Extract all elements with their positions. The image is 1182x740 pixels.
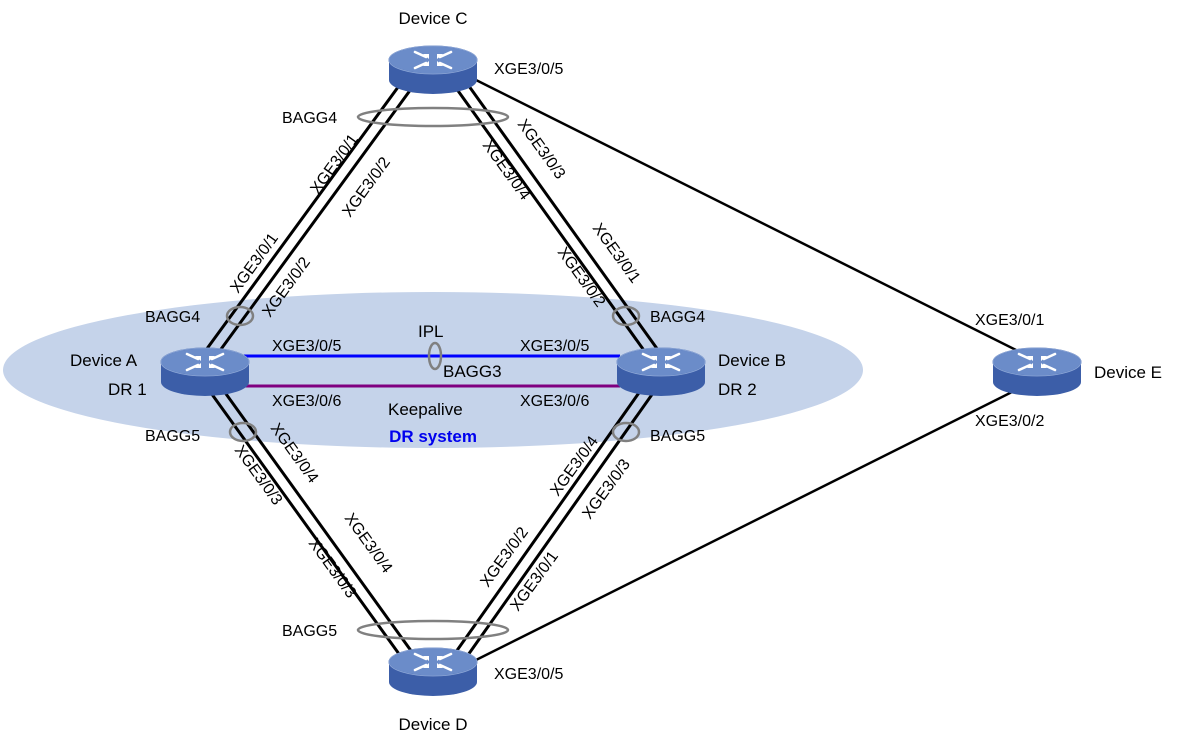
agg-ring-ipl-bagg3 xyxy=(427,341,443,371)
agg-ring-a-bagg5 xyxy=(228,421,258,443)
switch-icon xyxy=(159,346,251,398)
agg-ring-b-bagg4 xyxy=(611,305,641,327)
port-label-c-b-4: XGE3/0/4 xyxy=(479,137,534,203)
port-d-e-d: XGE3/0/5 xyxy=(494,666,563,683)
agg-label-a-bagg4: BAGG4 xyxy=(145,309,200,326)
device-c-name: Device C xyxy=(399,9,468,28)
agg-label-a-bagg5: BAGG5 xyxy=(145,428,200,445)
keepalive-port-b: XGE3/0/6 xyxy=(520,393,589,410)
link-d-e xyxy=(439,376,1041,680)
switch-icon xyxy=(387,44,479,96)
agg-ring-d-bagg5 xyxy=(356,619,510,641)
agg-label-c: BAGG4 xyxy=(282,110,337,127)
port-c-e-c: XGE3/0/5 xyxy=(494,61,563,78)
switch-icon xyxy=(387,646,479,698)
device-b-name: Device B xyxy=(718,351,786,370)
port-label-c-a-2: XGE3/0/2 xyxy=(339,154,394,220)
port-label-a-c-1: XGE3/0/1 xyxy=(227,230,282,296)
port-d-e-e: XGE3/0/2 xyxy=(975,413,1044,430)
device-d-name: Device D xyxy=(399,715,468,734)
ipl-port-b: XGE3/0/5 xyxy=(520,338,589,355)
keepalive-port-a: XGE3/0/6 xyxy=(272,393,341,410)
agg-ring-a-bagg4 xyxy=(225,305,255,327)
keepalive-label: Keepalive xyxy=(388,400,463,419)
port-c-e-e: XGE3/0/1 xyxy=(975,312,1044,329)
switch-icon xyxy=(991,346,1083,398)
link-c-e xyxy=(439,60,1041,364)
agg-label-d: BAGG5 xyxy=(282,623,337,640)
device-b-role: DR 2 xyxy=(718,380,757,399)
agg-label-b-bagg4: BAGG4 xyxy=(650,309,705,326)
port-label-a-d-3: XGE3/0/3 xyxy=(231,442,286,508)
device-a-role: DR 1 xyxy=(108,380,147,399)
device-e-name: Device E xyxy=(1094,363,1162,382)
ipl-port-a: XGE3/0/5 xyxy=(272,338,341,355)
port-label-c-a-1: XGE3/0/1 xyxy=(307,131,362,197)
dr-system-region xyxy=(3,292,863,448)
switch-icon xyxy=(615,346,707,398)
ipl-agg-label: BAGG3 xyxy=(443,362,502,381)
agg-label-b-bagg5: BAGG5 xyxy=(650,428,705,445)
port-label-c-b-3: XGE3/0/3 xyxy=(514,116,569,182)
agg-ring-b-bagg5 xyxy=(611,421,641,443)
agg-ring-c-bagg4 xyxy=(356,106,510,128)
dr-system-label: DR system xyxy=(389,427,477,446)
device-a-name: Device A xyxy=(70,351,138,370)
ipl-label: IPL xyxy=(418,322,444,341)
port-label-b-c-1: XGE3/0/1 xyxy=(589,220,644,286)
link-b-c xyxy=(444,67,660,357)
